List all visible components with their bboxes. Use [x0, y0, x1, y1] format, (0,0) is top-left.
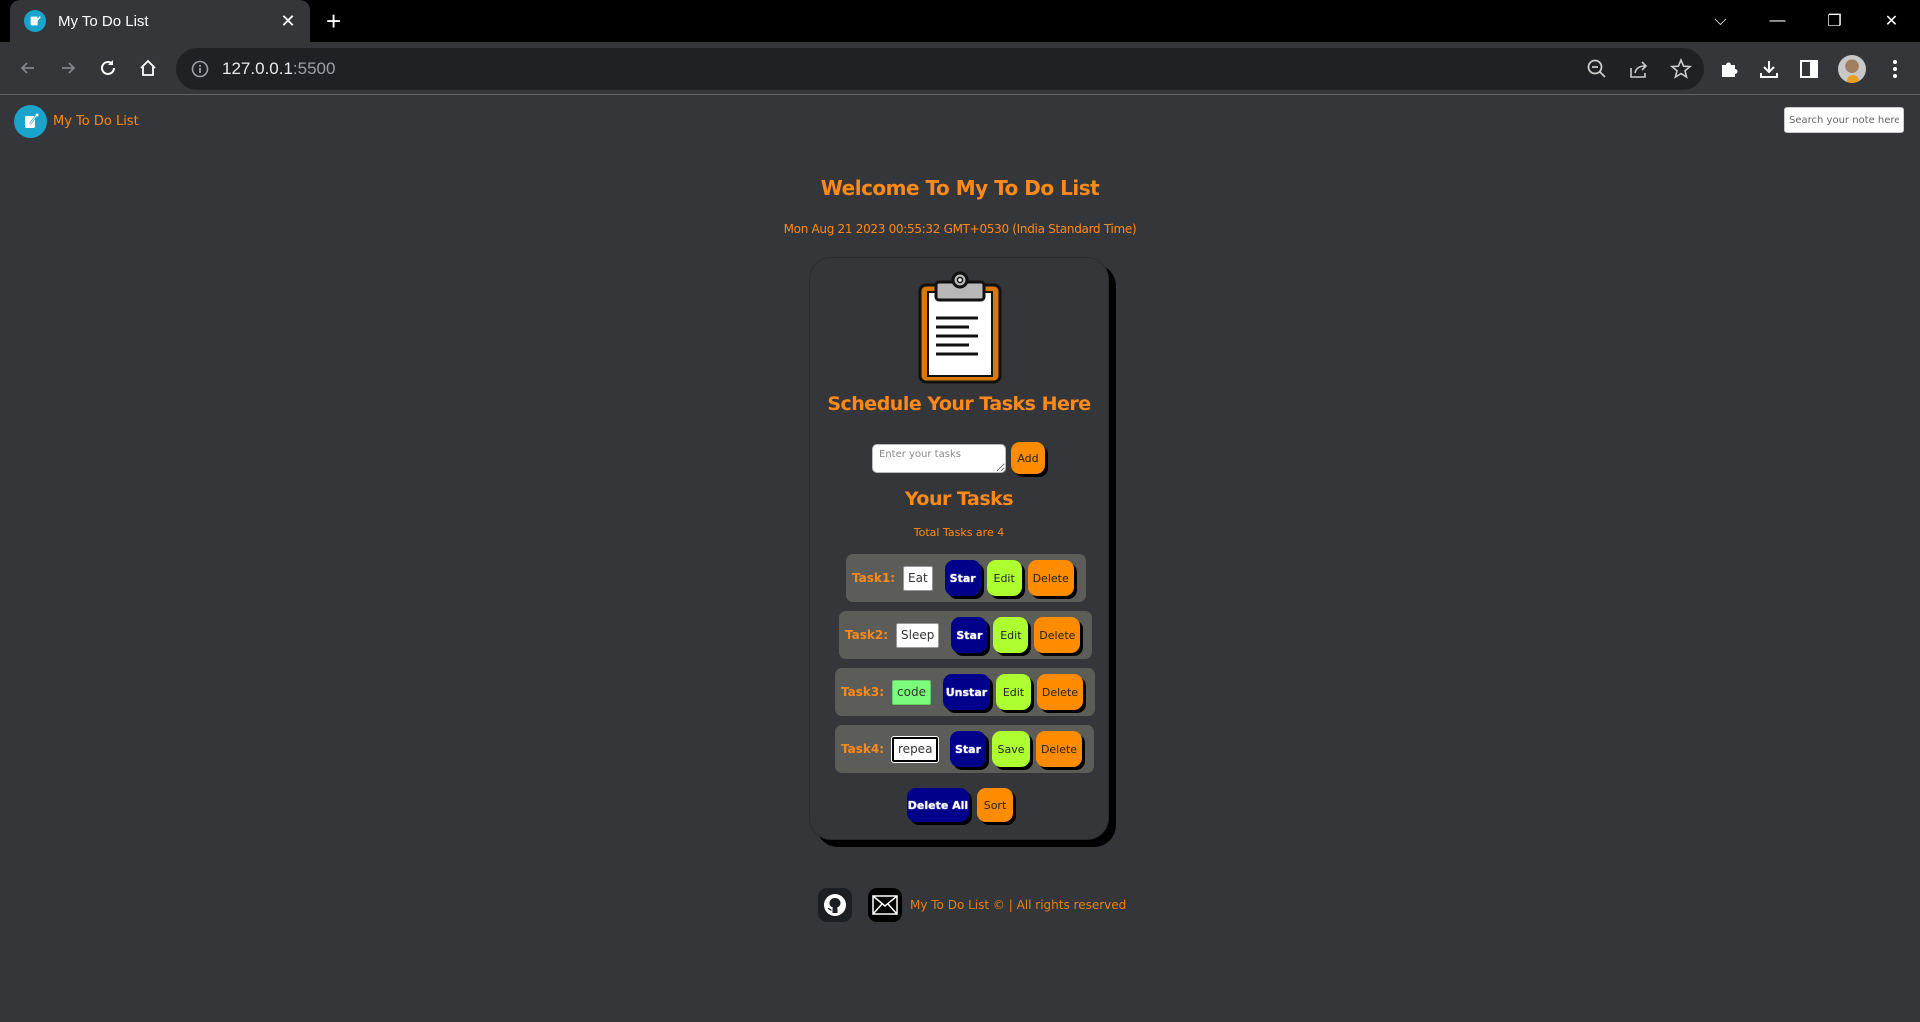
- task-input[interactable]: [872, 443, 1006, 473]
- unstar-button[interactable]: Unstar: [942, 674, 990, 710]
- window-close-icon[interactable]: ✕: [1884, 13, 1899, 30]
- sort-button[interactable]: Sort: [977, 788, 1013, 822]
- current-datetime: Mon Aug 21 2023 00:55:32 GMT+0530 (India…: [783, 222, 1137, 236]
- task-label: Task3:: [841, 685, 885, 699]
- browser-tab-strip: My To Do List ✕ + ⌵ — ❐ ✕: [0, 0, 1920, 42]
- edit-button[interactable]: Edit: [993, 617, 1029, 653]
- todo-card: Schedule Your Tasks Here Add Your Tasks …: [809, 257, 1109, 840]
- notepad-favicon-icon: [24, 10, 46, 32]
- task-value: Eat: [903, 565, 933, 591]
- mail-envelope-icon[interactable]: [868, 888, 902, 922]
- add-button[interactable]: Add: [1011, 442, 1045, 474]
- side-panel-icon[interactable]: [1798, 58, 1820, 80]
- task-row: Task4: Star Save Delete: [835, 725, 1095, 773]
- clipboard-icon: [918, 271, 1002, 384]
- page: My To Do List Welcome To My To Do List M…: [0, 96, 1920, 1022]
- welcome-heading: Welcome To My To Do List: [820, 176, 1100, 200]
- tab-search-chevron-icon[interactable]: ⌵: [1714, 12, 1727, 29]
- edit-button[interactable]: Edit: [995, 674, 1031, 710]
- reload-icon[interactable]: [96, 56, 120, 80]
- back-arrow-icon[interactable]: [16, 56, 40, 80]
- share-icon[interactable]: [1628, 58, 1650, 80]
- forward-arrow-icon[interactable]: [56, 56, 80, 80]
- star-button[interactable]: Star: [944, 560, 981, 596]
- total-tasks-count: Total Tasks are 4: [913, 526, 1005, 539]
- task-label: Task1:: [852, 571, 896, 585]
- save-button[interactable]: Save: [992, 731, 1031, 767]
- schedule-heading: Schedule Your Tasks Here: [827, 393, 1091, 415]
- minimize-icon[interactable]: —: [1769, 12, 1786, 29]
- more-menu-icon[interactable]: [1884, 58, 1906, 80]
- task-label: Task2:: [845, 628, 889, 642]
- add-task-row: Add: [872, 442, 1045, 474]
- footer-copyright: My To Do List © | All rights reserved: [910, 898, 1127, 912]
- your-tasks-heading: Your Tasks: [904, 488, 1014, 510]
- address-bar[interactable]: 127.0.0.1:5500: [176, 48, 1704, 90]
- bulk-actions: Delete All Sort: [907, 788, 1013, 822]
- edit-button[interactable]: Edit: [986, 560, 1022, 596]
- navbar: My To Do List: [14, 105, 139, 138]
- task-row: Task2: Sleep Star Edit Delete: [839, 611, 1093, 659]
- zoom-out-icon[interactable]: [1586, 58, 1608, 80]
- profile-avatar[interactable]: [1838, 54, 1866, 83]
- delete-button[interactable]: Delete: [1034, 617, 1081, 653]
- footer: My To Do List © | All rights reserved: [818, 888, 1126, 922]
- extensions-puzzle-icon[interactable]: [1718, 58, 1740, 80]
- star-button[interactable]: Star: [950, 731, 987, 767]
- search-input[interactable]: [1784, 107, 1904, 133]
- site-info-icon[interactable]: [190, 59, 210, 79]
- notepad-logo-icon[interactable]: [14, 105, 47, 138]
- browser-tab[interactable]: My To Do List ✕: [10, 0, 310, 42]
- bookmark-star-icon[interactable]: [1670, 58, 1692, 80]
- task-value-starred: code: [892, 679, 931, 705]
- task-row: Task3: code Unstar Edit Delete: [835, 668, 1095, 716]
- download-icon[interactable]: [1758, 58, 1780, 80]
- task-edit-input[interactable]: [892, 736, 939, 762]
- home-icon[interactable]: [136, 56, 160, 80]
- task-label: Task4:: [841, 742, 885, 756]
- browser-toolbar: 127.0.0.1:5500: [0, 42, 1920, 95]
- delete-all-button[interactable]: Delete All: [907, 788, 969, 822]
- delete-button[interactable]: Delete: [1027, 560, 1074, 596]
- task-row: Task1: Eat Star Edit Delete: [846, 554, 1086, 602]
- delete-button[interactable]: Delete: [1036, 731, 1083, 767]
- star-button[interactable]: Star: [951, 617, 988, 653]
- task-value: Sleep: [896, 622, 940, 648]
- tab-title: My To Do List: [58, 12, 149, 30]
- tab-close-icon[interactable]: ✕: [280, 10, 296, 31]
- brand-name[interactable]: My To Do List: [53, 114, 139, 129]
- restore-icon[interactable]: ❐: [1827, 13, 1842, 30]
- new-tab-plus-icon[interactable]: +: [326, 6, 342, 36]
- url-text: 127.0.0.1:5500: [222, 59, 336, 78]
- github-icon[interactable]: [818, 888, 852, 922]
- delete-button[interactable]: Delete: [1036, 674, 1083, 710]
